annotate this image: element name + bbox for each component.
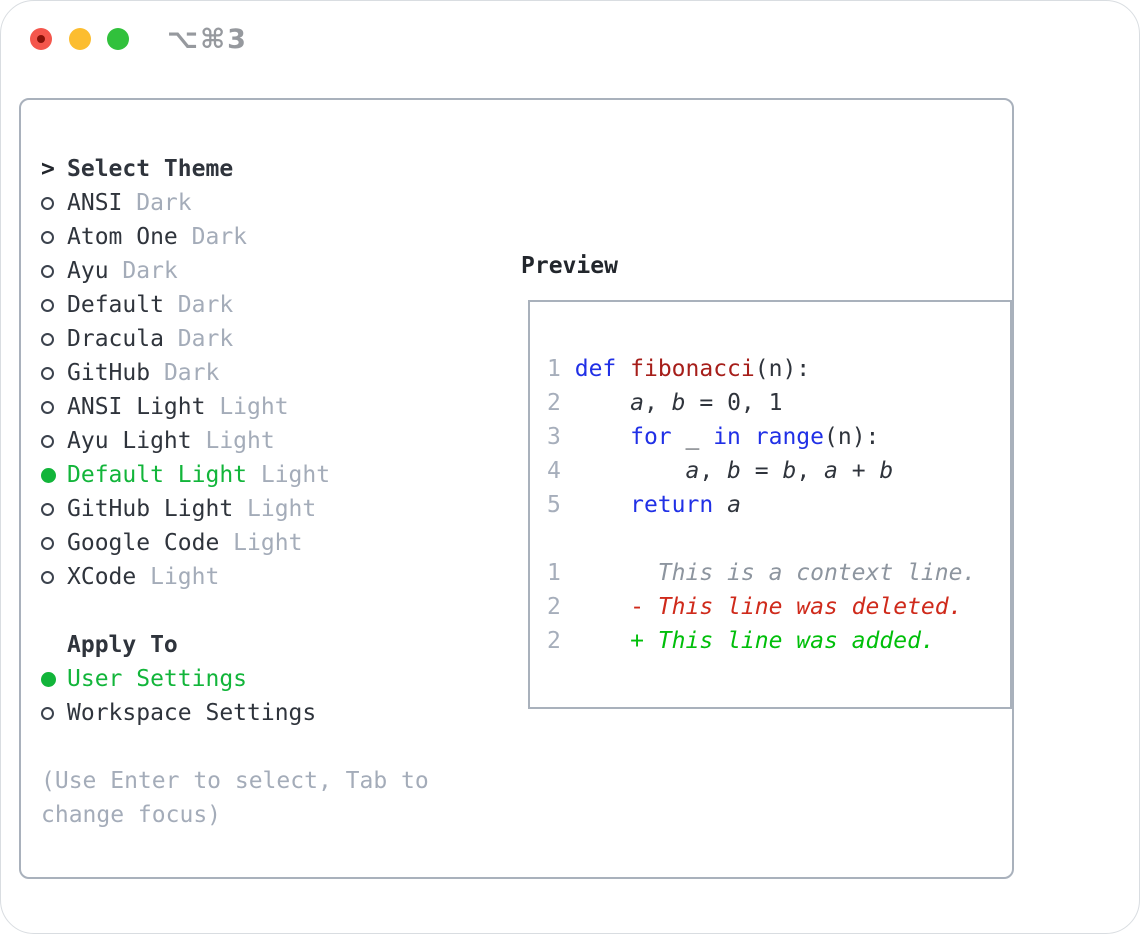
- option-variant-label: Dark: [150, 360, 220, 386]
- option-label: User Settings: [67, 666, 248, 692]
- option-label: XCode: [67, 564, 137, 590]
- code-line: 2 a, b = 0, 1: [547, 390, 783, 416]
- radio-icon: [41, 536, 54, 550]
- option-variant-label: Light: [191, 428, 275, 454]
- radio-icon: [41, 434, 54, 448]
- option-label: Workspace Settings: [67, 700, 317, 726]
- option-label: GitHub Light: [67, 496, 234, 522]
- code-line: 3 for _ in range(n):: [547, 424, 880, 450]
- diff-marker-icon: +: [630, 628, 644, 654]
- code-preview: 1 def fibonacci(n): 2 a, b = 0, 1 3 for _ …: [547, 352, 976, 658]
- theme-option[interactable]: Dracula Dark: [41, 322, 491, 356]
- theme-option[interactable]: GitHub Light Light: [41, 492, 491, 526]
- radio-selected-icon: [41, 671, 56, 687]
- spacer-row: [41, 730, 491, 764]
- minimize-button[interactable]: [69, 28, 91, 50]
- theme-option[interactable]: ANSI Dark: [41, 186, 491, 220]
- option-label: Ayu: [67, 258, 109, 284]
- theme-option[interactable]: XCode Light: [41, 560, 491, 594]
- preview-box: 1 def fibonacci(n): 2 a, b = 0, 1 3 for _ …: [528, 300, 1012, 709]
- option-variant-label: Dark: [163, 292, 234, 318]
- preview-title: Preview: [521, 253, 618, 279]
- close-button[interactable]: [30, 28, 52, 50]
- apply-to-title: Apply To: [67, 632, 178, 658]
- radio-icon: [41, 502, 54, 516]
- select-theme-title: Select Theme: [67, 156, 234, 182]
- option-variant-label: Light: [136, 564, 220, 590]
- code-line: 1 def fibonacci(n):: [547, 356, 811, 382]
- radio-icon: [41, 332, 54, 346]
- apply-option[interactable]: Workspace Settings: [41, 696, 491, 730]
- option-label: Default: [67, 292, 164, 318]
- radio-icon: [41, 570, 54, 584]
- radio-icon: [41, 196, 54, 210]
- theme-option[interactable]: Default Dark: [41, 288, 491, 322]
- theme-option[interactable]: Atom One Dark: [41, 220, 491, 254]
- radio-icon: [41, 264, 54, 278]
- maximize-button[interactable]: [107, 28, 129, 50]
- option-label: GitHub: [67, 360, 151, 386]
- diff-line-del: 2 - This line was deleted.: [547, 594, 963, 620]
- theme-option[interactable]: GitHub Dark: [41, 356, 491, 390]
- option-variant-label: Light: [233, 496, 317, 522]
- close-button-dot: [37, 35, 45, 43]
- code-line: 5 return a: [547, 492, 741, 518]
- diff-marker-icon: -: [630, 594, 644, 620]
- option-label: Atom One: [67, 224, 178, 250]
- option-label: ANSI Light: [67, 394, 206, 420]
- radio-selected-icon: [41, 467, 56, 483]
- apply-to-header: Apply To: [41, 628, 491, 662]
- radio-icon: [41, 366, 54, 380]
- theme-option[interactable]: Ayu Dark: [41, 254, 491, 288]
- window-shortcut-label: ⌥⌘3: [167, 24, 248, 55]
- title-bar: ⌥⌘3: [1, 1, 1139, 77]
- hint-text: (Use Enter to select, Tab to change focus…: [41, 764, 491, 832]
- cursor-marker: >: [41, 156, 55, 182]
- option-variant-label: Light: [219, 530, 303, 556]
- option-label: ANSI: [67, 190, 123, 216]
- radio-icon: [41, 298, 54, 312]
- diff-line-ctx: 1 This is a context line.: [547, 560, 977, 586]
- option-variant-label: Dark: [122, 190, 192, 216]
- apply-option[interactable]: User Settings: [41, 662, 491, 696]
- option-label: Dracula: [67, 326, 164, 352]
- radio-icon: [41, 706, 54, 720]
- diff-line-add: 2 + This line was added.: [547, 628, 935, 654]
- radio-icon: [41, 400, 54, 414]
- option-variant-label: Dark: [163, 326, 234, 352]
- code-line: 4 a, b = b, a + b: [547, 458, 894, 484]
- theme-option[interactable]: Ayu Light Light: [41, 424, 491, 458]
- option-label: Default Light: [67, 462, 248, 488]
- theme-option[interactable]: Default Light Light: [41, 458, 491, 492]
- select-theme-header: > Select Theme: [41, 152, 491, 186]
- option-variant-label: Light: [247, 462, 331, 488]
- hint-line: (Use Enter to select, Tab to: [41, 768, 429, 794]
- theme-option[interactable]: ANSI Light Light: [41, 390, 491, 424]
- spacer-row: [41, 594, 491, 628]
- option-variant-label: Dark: [177, 224, 248, 250]
- theme-option[interactable]: Google Code Light: [41, 526, 491, 560]
- option-variant-label: Dark: [108, 258, 178, 284]
- radio-icon: [41, 230, 54, 244]
- option-label: Ayu Light: [67, 428, 192, 454]
- hint-line: change focus): [41, 802, 222, 828]
- option-label: Google Code: [67, 530, 220, 556]
- option-variant-label: Light: [205, 394, 289, 420]
